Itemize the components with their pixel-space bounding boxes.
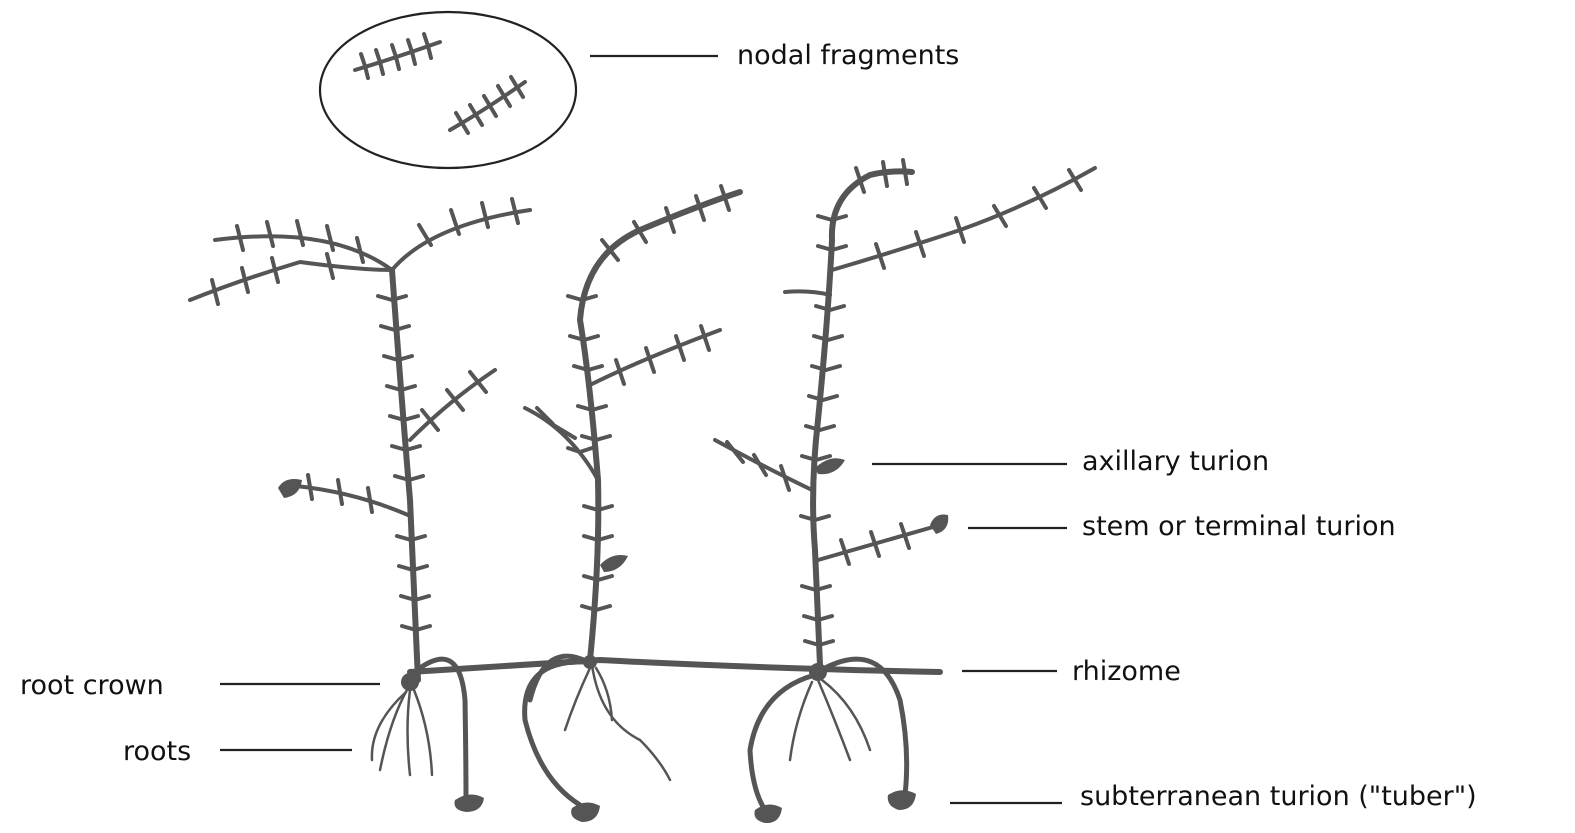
plant-left [190,199,530,680]
plant-right [715,160,1095,665]
subterranean-turion-right-b [888,790,916,810]
subterranean-turion-left [454,794,484,812]
nodal-fragments-ellipse [320,12,576,168]
axillary-turion-middle [600,555,628,572]
subterranean-turion-right-a [754,804,782,823]
label-axillary-turion: axillary turion [1082,446,1269,477]
terminal-turion [930,514,948,534]
plant-middle [525,186,740,660]
nodal-fragment-1 [355,34,440,78]
root-crown-left [401,673,419,691]
label-subterranean-turion: subterranean turion ("tuber") [1080,781,1477,812]
roots-middle [525,656,670,805]
label-root-crown: root crown [20,670,164,701]
axillary-turion-left [278,479,302,498]
label-nodal-fragments: nodal fragments [737,40,959,71]
label-stem-turion: stem or terminal turion [1082,511,1396,542]
rhizome [410,660,940,672]
nodal-fragments-inset [320,12,576,168]
label-rhizome: rhizome [1072,656,1181,687]
label-roots: roots [123,736,191,767]
subterranean-turion-middle [571,802,600,822]
nodal-fragment-2 [450,77,525,133]
roots-right [750,659,907,810]
